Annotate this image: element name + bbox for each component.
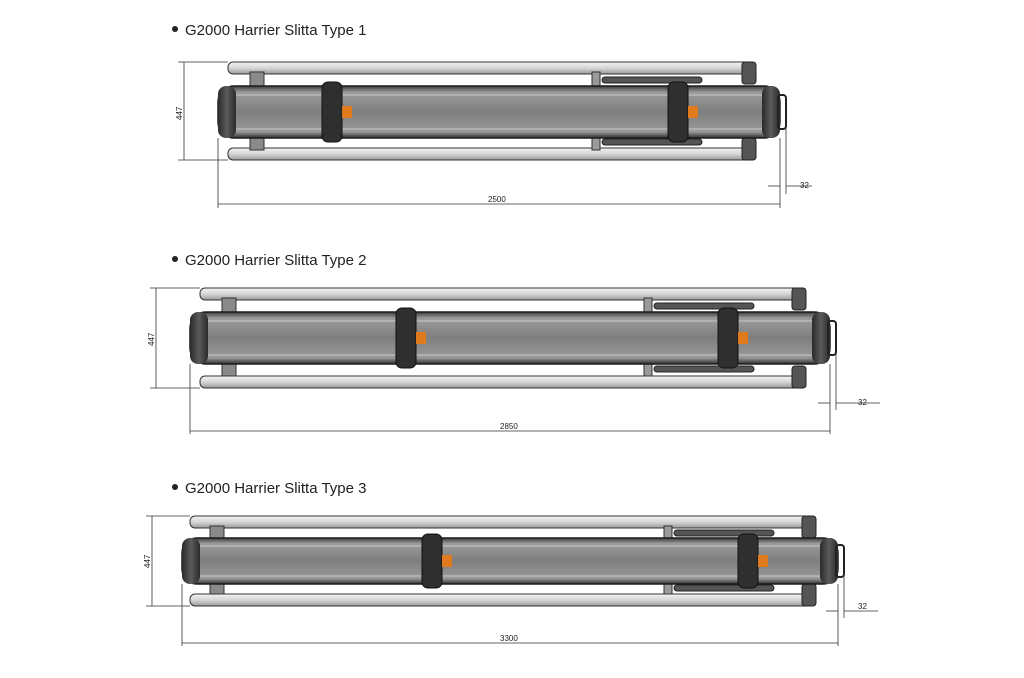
clamp [321, 81, 352, 143]
top-rail-end [791, 287, 807, 311]
diagram-3-offset-label: 32 [858, 602, 867, 611]
diagram-2-length-label: 2850 [500, 422, 518, 431]
diagram-1-dimensions [178, 61, 812, 208]
diagram-2-product [189, 287, 837, 389]
diagram-3-length-label: 3300 [500, 634, 518, 643]
handle [835, 544, 845, 578]
diagram-3-height-label: 447 [143, 554, 152, 568]
top-rail [227, 61, 757, 75]
diagram-3-dimensions [146, 515, 878, 646]
gas-strut [653, 302, 755, 310]
clamp [737, 533, 768, 589]
end-cap [218, 86, 236, 138]
bullet-icon [172, 256, 178, 263]
gas-strut [673, 584, 775, 592]
end-cap [812, 312, 830, 364]
clamp [717, 307, 748, 369]
diagram-3-product [181, 515, 845, 607]
end-cap [190, 312, 208, 364]
clamp [395, 307, 426, 369]
top-rail-end [801, 515, 817, 539]
gas-strut [673, 529, 775, 537]
end-cap [762, 86, 780, 138]
clamp [667, 81, 698, 143]
handle [777, 94, 787, 130]
clamp [421, 533, 452, 589]
bottom-rail [227, 147, 757, 161]
bottom-rail [189, 593, 817, 607]
bottom-rail-end [791, 365, 807, 389]
diagram-2-title: G2000 Harrier Slitta Type 2 [172, 252, 366, 269]
bullet-icon [172, 484, 178, 491]
diagram-2-offset-label: 32 [858, 398, 867, 407]
top-rail-end [741, 61, 757, 85]
diagram-3-title: G2000 Harrier Slitta Type 3 [172, 480, 366, 497]
diagram-2-height-label: 447 [147, 332, 156, 346]
gas-strut [653, 365, 755, 373]
end-cap [820, 538, 838, 584]
diagram-1-height-label: 447 [175, 106, 184, 120]
diagram-2-dimensions [150, 287, 880, 434]
diagram-1-length-label: 2500 [488, 195, 506, 204]
top-rail [199, 287, 807, 301]
diagram-1-offset-label: 32 [800, 181, 809, 190]
bottom-rail-end [741, 137, 757, 161]
top-rail [189, 515, 817, 529]
gas-strut [601, 76, 703, 84]
diagram-1-product [217, 61, 787, 161]
bottom-rail-end [801, 583, 817, 607]
bullet-icon [172, 26, 178, 33]
diagram-1-title: G2000 Harrier Slitta Type 1 [172, 22, 366, 39]
handle [827, 320, 837, 356]
end-cap [182, 538, 200, 584]
bottom-rail [199, 375, 807, 389]
